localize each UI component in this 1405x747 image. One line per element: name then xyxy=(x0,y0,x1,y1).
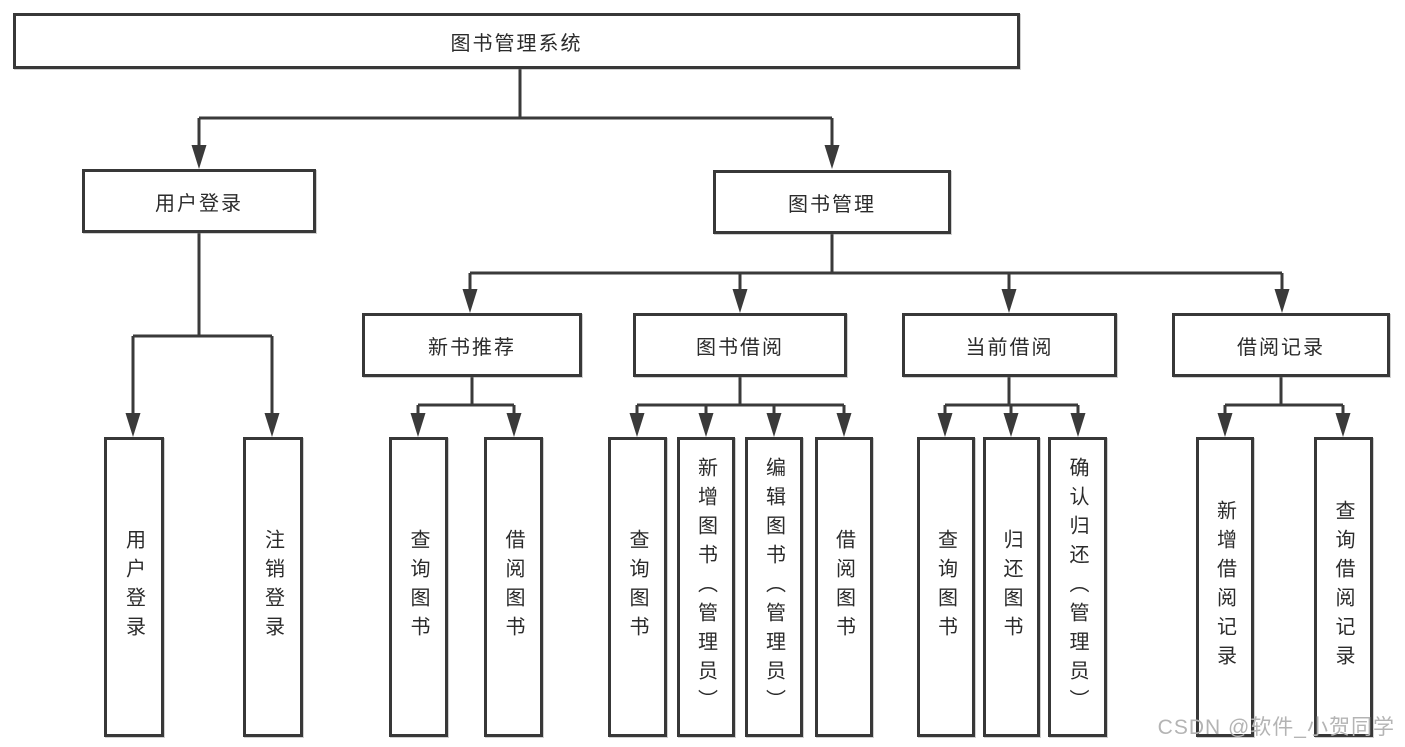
node-book-management-label: 图书管理 xyxy=(788,193,876,216)
node-current-borrowing: 当前借阅 xyxy=(902,313,1117,377)
leaf-borrow-books-2: 借阅图书 xyxy=(815,437,873,737)
node-user-login-label: 用户登录 xyxy=(155,192,243,215)
node-user-login: 用户登录 xyxy=(82,169,316,233)
leaf-add-borrow-record: 新增借阅记录 xyxy=(1196,437,1254,737)
node-borrowing-records-label: 借阅记录 xyxy=(1237,336,1325,359)
leaf-query-books-2-label: 查询图书 xyxy=(626,529,648,645)
leaf-query-books-1: 查询图书 xyxy=(389,437,448,737)
leaf-edit-books-admin-label: 编辑图书（管理员） xyxy=(762,456,785,718)
leaf-confirm-return-admin: 确认归还（管理员） xyxy=(1048,437,1107,737)
leaf-borrow-books-1-label: 借阅图书 xyxy=(502,529,524,645)
leaf-add-books-admin-label: 新增图书（管理员） xyxy=(694,456,717,718)
leaf-add-books-admin: 新增图书（管理员） xyxy=(677,437,735,737)
leaf-user-login: 用户登录 xyxy=(104,437,164,737)
node-new-book-recommendation-label: 新书推荐 xyxy=(428,336,516,359)
node-root-system: 图书管理系统 xyxy=(13,13,1020,69)
leaf-logout-label: 注销登录 xyxy=(261,529,284,645)
leaf-user-login-label: 用户登录 xyxy=(122,529,145,645)
leaf-return-books-label: 归还图书 xyxy=(1000,529,1022,645)
leaf-borrow-books-2-label: 借阅图书 xyxy=(832,529,855,645)
leaf-query-borrow-record: 查询借阅记录 xyxy=(1314,437,1373,737)
leaf-query-books-2: 查询图书 xyxy=(608,437,667,737)
node-book-borrowing: 图书借阅 xyxy=(633,313,847,377)
node-borrowing-records: 借阅记录 xyxy=(1172,313,1390,377)
node-new-book-recommendation: 新书推荐 xyxy=(362,313,582,377)
node-current-borrowing-label: 当前借阅 xyxy=(965,336,1054,359)
node-root-system-label: 图书管理系统 xyxy=(450,32,583,55)
leaf-query-books-3-label: 查询图书 xyxy=(934,529,957,645)
leaf-borrow-books-1: 借阅图书 xyxy=(484,437,543,737)
leaf-return-books: 归还图书 xyxy=(983,437,1040,737)
node-book-management: 图书管理 xyxy=(713,170,951,234)
leaf-query-borrow-record-label: 查询借阅记录 xyxy=(1332,500,1354,674)
leaf-add-borrow-record-label: 新增借阅记录 xyxy=(1213,500,1236,674)
leaf-logout: 注销登录 xyxy=(243,437,303,737)
node-book-borrowing-label: 图书借阅 xyxy=(696,336,784,359)
leaf-confirm-return-admin-label: 确认归还（管理员） xyxy=(1066,456,1088,718)
leaf-edit-books-admin: 编辑图书（管理员） xyxy=(745,437,803,737)
csdn-watermark: CSDN @软件_小贺同学 xyxy=(1157,716,1395,739)
leaf-query-books-3: 查询图书 xyxy=(917,437,975,737)
leaf-query-books-1-label: 查询图书 xyxy=(407,529,429,645)
